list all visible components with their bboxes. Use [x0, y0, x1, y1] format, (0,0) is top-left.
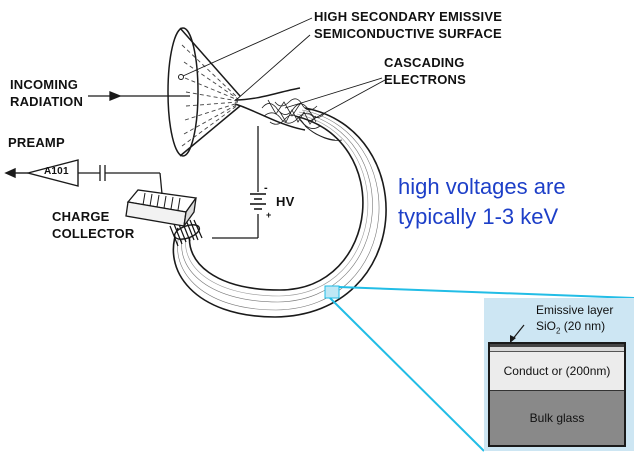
sio2-pointer-arrow: [510, 324, 525, 343]
signal-wire: [78, 165, 163, 195]
incoming-label-line1: INCOMING: [10, 77, 79, 92]
cascade-label-line1: CASCADING: [384, 55, 465, 70]
conductor-layer: Conduct or (200nm): [490, 352, 624, 391]
hv-battery-symbol: [250, 193, 266, 210]
radiation-arrow: [88, 91, 190, 101]
incoming-label-line2: RADIATION: [10, 94, 84, 109]
collector-label-line1: CHARGE: [52, 209, 110, 224]
emissive-layer: [490, 344, 624, 347]
collector-label-line2: COLLECTOR: [52, 226, 135, 241]
voltage-note-line2: typically 1-3 keV: [398, 204, 559, 229]
incoming-radiation-label: INCOMING RADIATION: [10, 76, 83, 110]
entrance-cone: [167, 27, 241, 157]
label-leaders: [182, 17, 386, 123]
emissive-surface-label: HIGH SECONDARY EMISSIVE SEMICONDUCTIVE S…: [314, 8, 502, 42]
surface-label-line2: SEMICONDUCTIVE SURFACE: [314, 26, 502, 41]
sio2-layer-label: SiO2 (20 nm): [536, 319, 605, 335]
amplifier-model-label: A101: [44, 166, 69, 177]
sio2-thickness: (20 nm): [560, 319, 606, 333]
cascading-electrons-label: CASCADING ELECTRONS: [384, 54, 466, 88]
hv-wiring: [212, 126, 259, 239]
sio2-subscript: 2: [556, 326, 561, 336]
channel-neck: [234, 87, 306, 131]
channel-exit: [169, 219, 203, 247]
cascading-electrons: [261, 98, 343, 141]
layer-stack: Conduct or (200nm) Bulk glass: [488, 342, 626, 447]
hv-label: HV: [276, 194, 295, 209]
charge-collector: [125, 189, 198, 227]
hv-plus-label: +: [266, 210, 272, 220]
bulk-glass-layer: Bulk glass: [490, 391, 624, 445]
channel-tube: [172, 107, 387, 318]
sio2-layer: [490, 347, 624, 352]
charge-collector-label: CHARGE COLLECTOR: [52, 208, 134, 242]
voltage-note: high voltages are typically 1-3 keV: [398, 172, 566, 232]
cascade-label-line2: ELECTRONS: [384, 72, 466, 87]
surface-label-line1: HIGH SECONDARY EMISSIVE: [314, 9, 503, 24]
emissive-layer-label: Emissive layer: [536, 303, 614, 317]
inset-callout: [324, 285, 635, 452]
layer-cross-section-inset: Emissive layer SiO2 (20 nm) Conduct or (…: [484, 298, 634, 451]
hv-minus-label: -: [264, 182, 268, 194]
preamp-label: PREAMP: [8, 135, 65, 150]
output-arrow: [4, 167, 28, 179]
voltage-note-line1: high voltages are: [398, 174, 566, 199]
sio2-main: SiO: [536, 319, 557, 333]
